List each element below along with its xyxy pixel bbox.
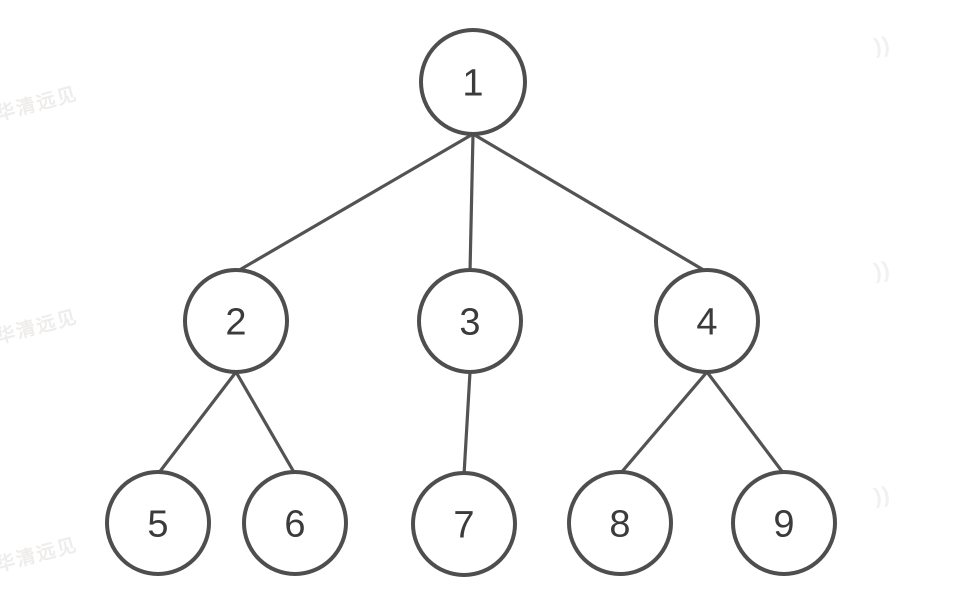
tree-node-4: 4 xyxy=(654,268,760,374)
tree-edge-1-3 xyxy=(468,132,475,274)
tree-node-3: 3 xyxy=(417,268,523,374)
tree-edge-3-7 xyxy=(462,370,472,477)
tree-edge-1-2 xyxy=(234,132,475,274)
node-circle-4 xyxy=(654,268,760,374)
node-label-8: 8 xyxy=(609,503,630,545)
tree-node-1: 1 xyxy=(419,28,527,136)
node-circle-8 xyxy=(567,470,673,576)
node-circle-7 xyxy=(411,471,517,577)
tree-node-5: 5 xyxy=(105,470,211,576)
node-label-7: 7 xyxy=(453,504,474,546)
node-circle-5 xyxy=(105,470,211,576)
node-circle-9 xyxy=(731,470,837,576)
node-label-1: 1 xyxy=(462,62,483,104)
tree-node-2: 2 xyxy=(183,268,289,374)
node-label-5: 5 xyxy=(147,503,168,545)
node-label-4: 4 xyxy=(696,301,717,343)
node-circle-6 xyxy=(242,470,348,576)
tree-node-8: 8 xyxy=(567,470,673,576)
node-circle-1 xyxy=(419,28,527,136)
tree-edge-1-4 xyxy=(471,132,709,274)
tree-edge-2-6 xyxy=(234,370,297,476)
tree-edge-2-5 xyxy=(156,370,238,476)
tree-edge-4-8 xyxy=(618,370,709,476)
node-label-3: 3 xyxy=(459,301,480,343)
node-circle-2 xyxy=(183,268,289,374)
tree-node-9: 9 xyxy=(731,470,837,576)
tree-node-6: 6 xyxy=(242,470,348,576)
node-label-9: 9 xyxy=(773,503,794,545)
tree-node-7: 7 xyxy=(411,471,517,577)
tree-edge-4-9 xyxy=(705,370,786,476)
node-label-6: 6 xyxy=(284,503,305,545)
node-label-2: 2 xyxy=(225,301,246,343)
node-circle-3 xyxy=(417,268,523,374)
